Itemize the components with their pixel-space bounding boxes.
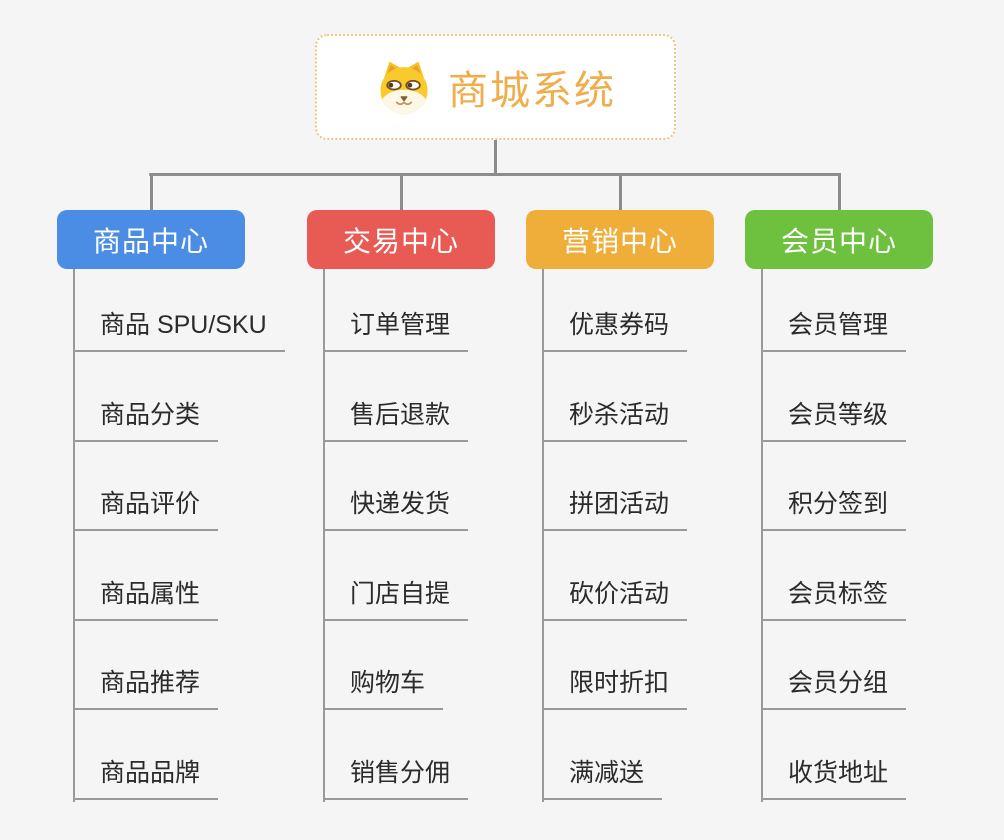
connector-drop bbox=[618, 173, 622, 211]
leaf-node[interactable]: 门店自提 bbox=[323, 577, 469, 621]
connector-rail bbox=[149, 173, 840, 176]
leaf-node[interactable]: 商品属性 bbox=[73, 577, 219, 621]
leaf-node[interactable]: 购物车 bbox=[323, 666, 444, 710]
leaf-node[interactable]: 快递发货 bbox=[323, 487, 469, 531]
leaf-node[interactable]: 限时折扣 bbox=[542, 666, 688, 710]
branch-node[interactable]: 商品中心 bbox=[57, 210, 245, 269]
leaf-node[interactable]: 商品推荐 bbox=[73, 666, 219, 710]
branch-sub-line bbox=[323, 269, 325, 802]
root-node-title: 商城系统 bbox=[448, 69, 616, 113]
branch-node[interactable]: 会员中心 bbox=[745, 210, 933, 269]
leaf-node[interactable]: 商品品牌 bbox=[73, 756, 219, 800]
leaf-node[interactable]: 会员分组 bbox=[761, 666, 907, 710]
branch-sub-line bbox=[542, 269, 544, 802]
leaf-node[interactable]: 销售分佣 bbox=[323, 756, 469, 800]
leaf-node[interactable]: 收货地址 bbox=[761, 756, 907, 800]
leaf-node[interactable]: 积分签到 bbox=[761, 487, 907, 531]
leaf-node[interactable]: 订单管理 bbox=[323, 308, 469, 352]
leaf-node[interactable]: 会员等级 bbox=[761, 398, 907, 442]
root-node[interactable]: 商城系统 bbox=[315, 34, 676, 140]
leaf-node[interactable]: 会员标签 bbox=[761, 577, 907, 621]
leaf-node[interactable]: 商品 SPU/SKU bbox=[73, 308, 285, 352]
connector-drop bbox=[399, 173, 403, 211]
leaf-node[interactable]: 商品分类 bbox=[73, 398, 219, 442]
branch-sub-line bbox=[73, 269, 75, 802]
leaf-node[interactable]: 优惠券码 bbox=[542, 308, 688, 352]
branch-node[interactable]: 营销中心 bbox=[526, 210, 714, 269]
connector-drop bbox=[149, 173, 153, 211]
connector-drop bbox=[837, 173, 841, 211]
leaf-node[interactable]: 秒杀活动 bbox=[542, 398, 688, 442]
connector-stem bbox=[494, 140, 497, 175]
leaf-node[interactable]: 售后退款 bbox=[323, 398, 469, 442]
leaf-node[interactable]: 会员管理 bbox=[761, 308, 907, 352]
leaf-node[interactable]: 砍价活动 bbox=[542, 577, 688, 621]
dog-face-icon bbox=[380, 61, 428, 115]
leaf-node[interactable]: 拼团活动 bbox=[542, 487, 688, 531]
branch-node[interactable]: 交易中心 bbox=[307, 210, 495, 269]
leaf-node[interactable]: 满减送 bbox=[542, 756, 663, 800]
branch-sub-line bbox=[761, 269, 763, 802]
leaf-node[interactable]: 商品评价 bbox=[73, 487, 219, 531]
